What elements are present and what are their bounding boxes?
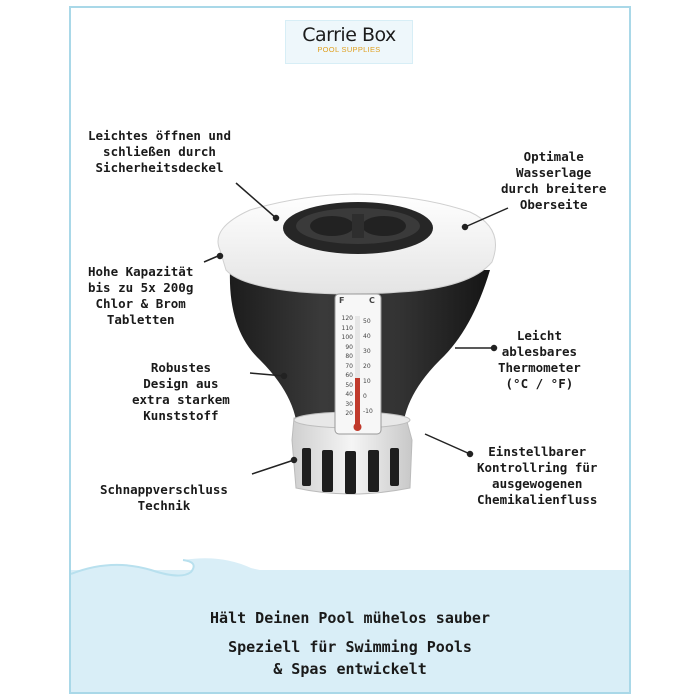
feature-label-ring: Einstellbarer Kontrollring für ausgewoge… xyxy=(477,444,597,508)
wave-graphic xyxy=(71,558,629,588)
celsius-ticks: 50 40 30 20 10 0 -10 xyxy=(363,314,379,419)
ring-slots xyxy=(302,448,399,494)
fahrenheit-tick-label: 100 xyxy=(341,334,353,341)
footer-subline: Speziell für Swimming Pools & Spas entwi… xyxy=(71,636,629,680)
brand-logo: Carrie Box POOL SUPPLIES xyxy=(285,20,413,64)
label-line: Wasserlage xyxy=(516,165,592,180)
label-line: Chlor & Brom xyxy=(95,296,186,311)
celsius-tick-label: 10 xyxy=(363,378,371,385)
label-line: Optimale xyxy=(523,149,584,164)
footer-headline: Hält Deinen Pool mühelos sauber xyxy=(210,609,490,627)
celsius-tick-label: -10 xyxy=(363,408,373,415)
label-line: Technik xyxy=(137,498,191,513)
celsius-tick-label: 40 xyxy=(363,333,371,340)
fahrenheit-tick-label: 120 xyxy=(341,315,353,322)
feature-label-snap: Schnappverschluss Technik xyxy=(100,482,228,514)
label-line: Leichtes öffnen und xyxy=(88,128,231,143)
feature-label-thermometer: Leicht ablesbares Thermometer (°C / °F) xyxy=(498,328,581,392)
footer-subline-1: Speziell für Swimming Pools xyxy=(228,638,472,656)
feature-label-waterline: Optimale Wasserlage durch breitere Obers… xyxy=(501,149,606,213)
thermometer-unit-c: C xyxy=(369,296,375,305)
label-line: schließen durch xyxy=(103,144,216,159)
label-line: Tabletten xyxy=(106,312,175,327)
feature-label-lid: Leichtes öffnen und schließen durch Sich… xyxy=(88,128,231,176)
water-background xyxy=(71,570,629,692)
celsius-tick-label: 50 xyxy=(363,318,371,325)
label-line: Thermometer xyxy=(498,360,581,375)
fahrenheit-tick-label: 90 xyxy=(345,343,353,351)
border-frame xyxy=(69,6,631,694)
label-line: Leicht xyxy=(516,328,562,343)
label-line: ablesbares xyxy=(501,344,578,359)
label-line: Einstellbarer xyxy=(488,444,587,459)
label-line: Oberseite xyxy=(519,197,588,212)
footer-subline-2: & Spas entwickelt xyxy=(273,660,427,678)
label-line: Kontrollring für xyxy=(477,460,598,475)
feature-label-design: Robustes Design aus extra starkem Kunsts… xyxy=(132,360,230,424)
fahrenheit-tick-label: 20 xyxy=(345,410,353,417)
label-line: durch breitere xyxy=(501,181,607,196)
logo-subtitle: POOL SUPPLIES xyxy=(317,45,381,54)
fahrenheit-tick-label: 110 xyxy=(341,324,353,332)
thermometer-mercury xyxy=(355,378,360,426)
label-line: extra starkem xyxy=(132,392,230,407)
fahrenheit-tick-label: 40 xyxy=(345,391,353,398)
label-line: Sicherheitsdeckel xyxy=(95,160,224,175)
celsius-tick-label: 20 xyxy=(363,363,371,370)
label-line: Hohe Kapazität xyxy=(88,264,194,279)
fahrenheit-tick-label: 80 xyxy=(345,353,353,360)
label-line: Design aus xyxy=(143,376,219,391)
fahrenheit-tick-label: 70 xyxy=(345,362,353,370)
label-line: Schnappverschluss xyxy=(100,482,228,497)
fahrenheit-tick-label: 50 xyxy=(345,381,353,389)
celsius-tick-label: 0 xyxy=(363,393,367,400)
feature-label-capacity: Hohe Kapazität bis zu 5x 200g Chlor & Br… xyxy=(88,264,193,328)
label-line: Robustes xyxy=(150,360,212,375)
thermometer-unit-f: F xyxy=(339,296,345,305)
celsius-tick-label: 30 xyxy=(363,348,371,355)
label-line: bis zu 5x 200g xyxy=(88,280,194,295)
label-line: (°C / °F) xyxy=(505,376,574,391)
label-line: ausgewogenen xyxy=(492,476,583,491)
fahrenheit-ticks: 120 110 100 90 80 70 60 50 40 30 20 xyxy=(337,314,353,419)
logo-title: Carrie Box xyxy=(302,24,396,46)
label-line: Kunststoff xyxy=(143,408,219,423)
fahrenheit-tick-label: 30 xyxy=(345,400,353,408)
fahrenheit-tick-label: 60 xyxy=(345,372,353,379)
label-line: Chemikalienfluss xyxy=(477,492,598,507)
